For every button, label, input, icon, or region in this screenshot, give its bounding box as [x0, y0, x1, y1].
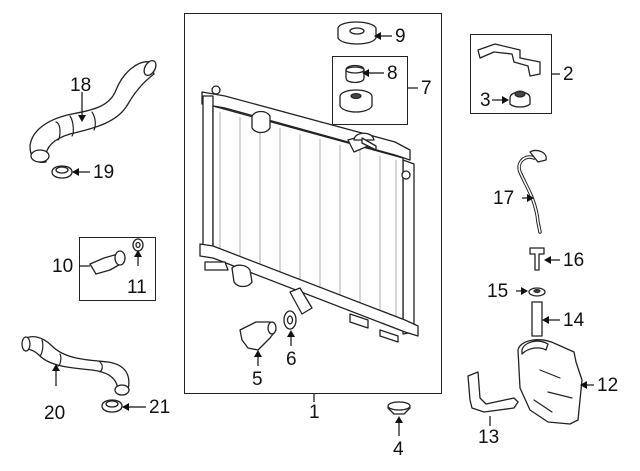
leader-lines — [52, 32, 594, 436]
bracket-group-box — [470, 34, 552, 114]
callout-14: 14 — [563, 310, 585, 331]
callout-18: 18 — [70, 75, 92, 96]
lower-hose — [23, 335, 130, 393]
radiator-group-box — [184, 13, 442, 394]
callout-15: 15 — [487, 281, 509, 302]
mount-group-box — [332, 56, 408, 125]
callout-16: 16 — [563, 250, 585, 271]
callout-3: 3 — [480, 90, 491, 111]
callout-10: 10 — [52, 256, 74, 277]
callout-19: 19 — [93, 162, 115, 183]
callout-4: 4 — [393, 439, 404, 460]
reservoir-bolt — [529, 247, 545, 271]
reservoir-bracket — [467, 371, 519, 413]
mount-rubber — [339, 89, 373, 113]
callout-11: 11 — [127, 277, 147, 298]
reservoir-pipe — [531, 301, 543, 337]
callout-20: 20 — [44, 403, 66, 424]
drain-plug-group-box — [79, 237, 156, 301]
callout-1: 1 — [309, 402, 320, 423]
callout-13: 13 — [478, 427, 500, 448]
drain-cock — [239, 321, 277, 351]
radiator-illustration — [199, 85, 419, 343]
callout-7: 7 — [421, 78, 432, 99]
upper-bracket — [477, 43, 541, 77]
callout-12: 12 — [597, 375, 619, 396]
callout-6: 6 — [286, 349, 297, 370]
callout-8: 8 — [387, 63, 398, 84]
callout-21: 21 — [149, 397, 171, 418]
callout-17: 17 — [493, 188, 515, 209]
overflow-hose — [517, 155, 542, 234]
callout-9: 9 — [395, 26, 406, 47]
callout-5: 5 — [252, 369, 263, 390]
callout-2: 2 — [563, 64, 574, 85]
reservoir-tank — [517, 339, 583, 425]
